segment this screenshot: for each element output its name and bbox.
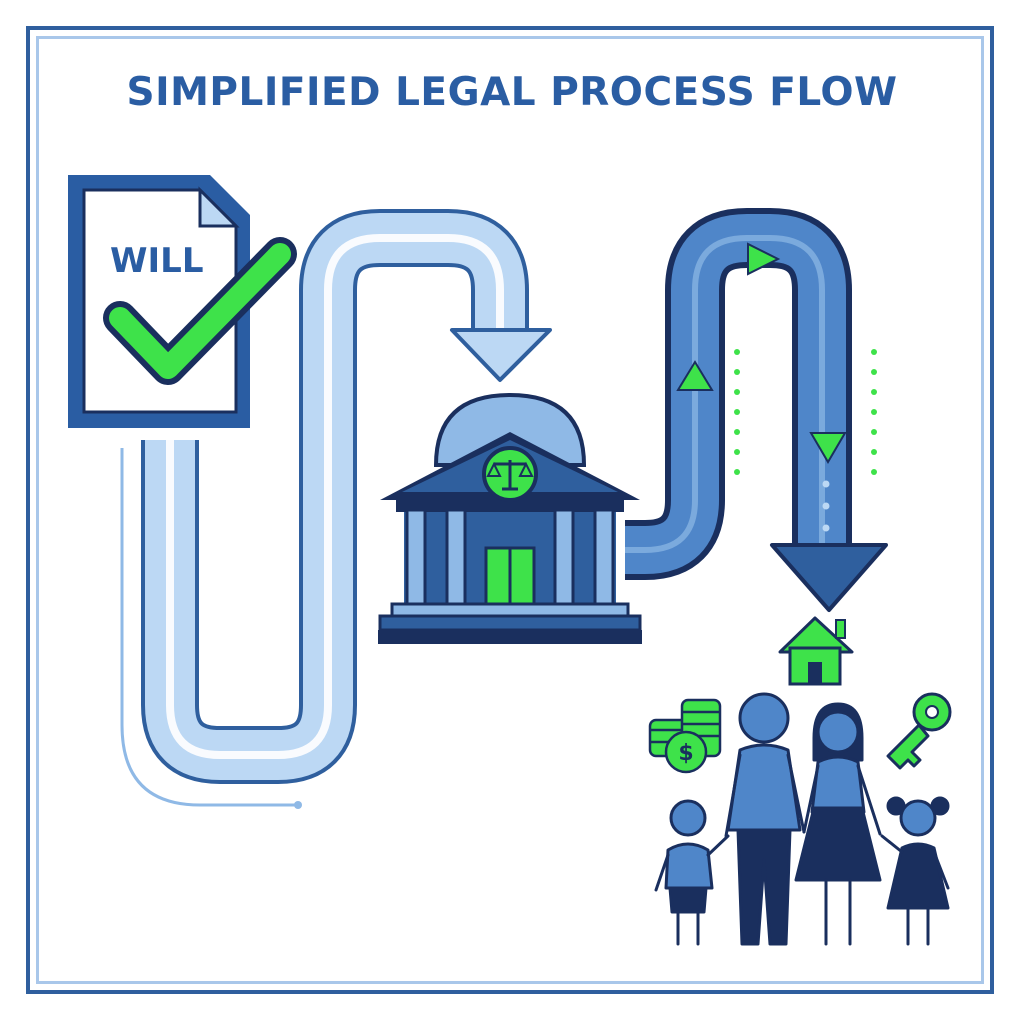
father [724,692,806,946]
arrow-right-green-icon [747,242,781,276]
scales-of-justice-icon [482,446,538,502]
svg-text:$: $ [678,741,693,766]
arrow-down-to-court-icon [450,328,552,382]
arrow-up-green-icon [676,360,714,391]
courthouse-icon [378,392,642,644]
house-icon [778,616,854,686]
coins-dollar-icon: $ [648,698,722,774]
key-icon [886,692,952,770]
flow-pipe-will-to-court [141,209,552,784]
will-label: WILL [110,241,203,281]
arrow-down-to-heirs-icon [770,543,888,612]
child-girl [880,796,950,946]
family-icon [654,692,950,946]
accent-line [120,448,296,807]
dotted-lines [734,349,877,475]
outer-frame [26,26,994,994]
flow-pipe-court-to-heirs [615,208,888,612]
mother [794,702,882,946]
arrow-down-green-icon [809,432,847,464]
page-title: SIMPLIFIED LEGAL PROCESS FLOW [126,70,898,115]
child-boy [654,799,730,946]
